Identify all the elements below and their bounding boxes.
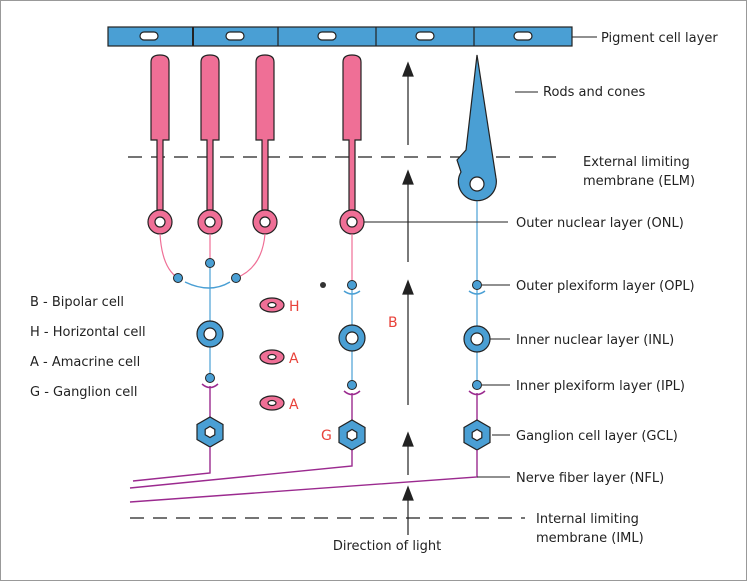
synapse-dot (472, 280, 482, 290)
legend-horizontal: H - Horizontal cell (30, 325, 146, 340)
marker-a2: A (289, 397, 299, 413)
cone (456, 54, 497, 285)
label-ipl: Inner plexiform layer (IPL) (516, 379, 685, 394)
synapse-cup (468, 390, 486, 396)
rod-nucleus-hole (204, 216, 216, 228)
rod (197, 54, 223, 235)
small-cell-dot (320, 282, 326, 288)
synapse-cup (343, 290, 361, 295)
direction-of-light-label: Direction of light (333, 539, 441, 554)
legend-bipolar: B - Bipolar cell (30, 295, 124, 310)
legend-ganglion: G - Ganglion cell (30, 385, 137, 400)
rod-nucleus-hole (259, 216, 271, 228)
synapse-dot (205, 373, 215, 383)
marker-h: H (289, 299, 300, 315)
rod-outer-segment (150, 54, 170, 211)
leader-lines (364, 36, 597, 478)
synapse-dot (472, 380, 482, 390)
label-nfl: Nerve fiber layer (NFL) (516, 471, 664, 486)
cell-column (338, 234, 366, 451)
cell-columns (173, 234, 491, 451)
label-opl: Outer plexiform layer (OPL) (516, 279, 695, 294)
marker-g: G (321, 428, 332, 444)
horizontal-amacrine-cells (259, 297, 285, 411)
label-pigment: Pigment cell layer (601, 31, 718, 46)
label-inl: Inner nuclear layer (INL) (516, 333, 674, 348)
label-iml-1: Internal limiting (536, 512, 639, 527)
light-direction-arrows (402, 61, 414, 535)
horizontal-synapse-dot (173, 273, 183, 283)
cell-column (196, 258, 224, 448)
marker-a1: A (289, 351, 299, 367)
rods (147, 54, 365, 235)
rod-nucleus-hole (346, 216, 358, 228)
label-rods-cones: Rods and cones (543, 85, 645, 100)
synapse-dot (205, 258, 215, 268)
synapse-cup (343, 390, 361, 396)
ganglion-cell-nucleus (204, 425, 216, 439)
marker-b: B (388, 315, 398, 331)
label-elm-2: membrane (ELM) (583, 174, 695, 189)
cell-column (463, 280, 491, 451)
rod-nucleus-hole (154, 216, 166, 228)
synapse-dot (347, 280, 357, 290)
bipolar-cell-nucleus (345, 331, 359, 345)
ganglion-cell-nucleus (471, 428, 483, 442)
label-iml-2: membrane (IML) (536, 531, 644, 546)
rod (147, 54, 173, 235)
synapse-cup (468, 290, 486, 295)
rod-outer-segment (255, 54, 275, 211)
pigment-cell-layer (107, 26, 573, 47)
label-elm-1: External limiting (583, 155, 690, 170)
rod-outer-segment (200, 54, 220, 211)
synapse-dot (347, 380, 357, 390)
legend-amacrine: A - Amacrine cell (30, 355, 140, 370)
horizontal-synapse-dot (231, 273, 241, 283)
ganglion-cell-nucleus (346, 428, 358, 442)
bipolar-cell-nucleus (203, 327, 217, 341)
synapse-cup (201, 383, 219, 389)
bipolar-cell-nucleus (470, 332, 484, 346)
label-onl: Outer nuclear layer (ONL) (516, 216, 684, 231)
label-gcl: Ganglion cell layer (GCL) (516, 429, 678, 444)
rod-outer-segment (342, 54, 362, 211)
